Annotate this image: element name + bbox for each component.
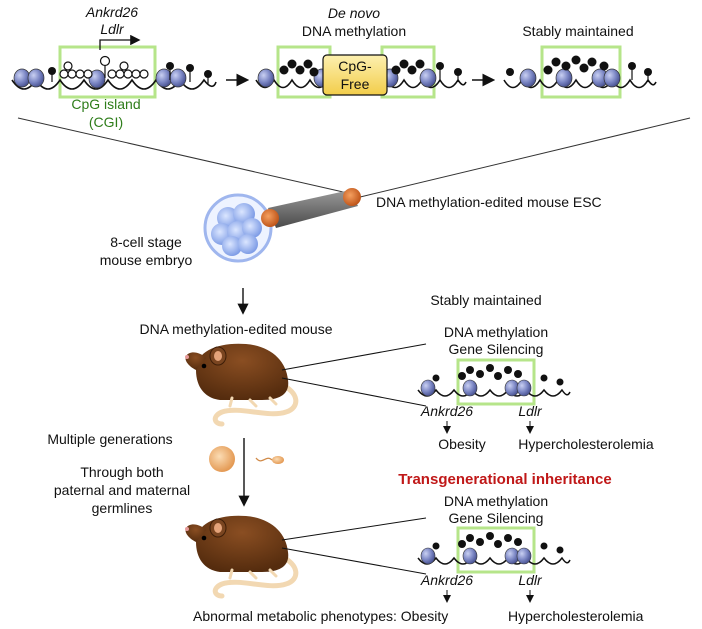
top-stably-maintained: Stably maintained [522,23,633,39]
top-gene2-label: Ldlr [100,21,125,37]
right2-silencing-line1: DNA methylation [444,493,548,509]
top-strand-unmethylated [11,34,217,99]
cgi-label-line1: CpG island [71,96,140,112]
cgi-box [540,45,622,99]
mouse2-link-top [281,517,427,541]
embryo [203,193,273,263]
right1-gene1: Ankrd26 [420,403,473,419]
bottom-pheno2: Hypercholesterolemia [508,608,644,624]
transgenerational-label: Transgenerational inheritance [398,471,611,488]
germ-cells [209,446,284,472]
top-strand-maintained [503,45,657,99]
right1-silencing-line2: Gene Silencing [449,341,544,357]
edited-mouse-label: DNA methylation-edited mouse [140,321,333,337]
sperm-cell [272,456,284,464]
right2-gene2: Ldlr [518,572,543,588]
funnel-line-right [355,117,691,199]
egg-cell [209,446,235,472]
mouse-tail [212,553,299,599]
right2-gene1: Ankrd26 [420,572,473,588]
mouse1-link-bottom [281,377,427,407]
funnel-line-left [17,117,353,195]
mouse-tail [212,381,299,427]
esc-cell [343,188,361,206]
right1-stably-maintained: Stably maintained [430,292,541,308]
germline-line3: germlines [92,500,153,516]
mouse1-link-top [281,343,427,371]
mouse-1 [185,343,299,427]
dna-strand [11,78,217,90]
mouse-eye [201,535,207,541]
cpg-free-line2: Free [341,76,370,92]
cgi-label-line2: (CGI) [89,114,123,130]
mouse-body [196,515,289,572]
right1-silencing-line1: DNA methylation [444,324,548,340]
nucleosomes [13,68,187,89]
top-gene1-label: Ankrd26 [85,4,138,20]
mouse2-link-bottom [281,547,427,575]
right1-strand [417,358,571,406]
embryo-label-line1: 8-cell stage [110,234,182,250]
mouse-2 [185,515,299,599]
mouse-eye [201,363,207,369]
right2-silencing-line2: Gene Silencing [449,510,544,526]
esc-label: DNA methylation-edited mouse ESC [376,194,602,210]
cpg-free-box [322,54,388,96]
right1-gene2: Ldlr [518,403,543,419]
denovo-label: De novo [328,5,380,21]
embryo-label-line2: mouse embryo [100,252,193,268]
injected-cell [261,209,279,227]
methylated-flanks [48,62,212,84]
micropipette [261,188,361,228]
top-strand-denovo [255,45,467,99]
germline-line1: Through both [80,464,163,480]
mouse-body [196,343,289,400]
unmethylated-cpgs [59,55,149,79]
denovo-line2: DNA methylation [302,23,406,39]
germline-line2: paternal and maternal [54,482,190,498]
right2-strand [417,526,571,574]
tss-arrow [99,34,141,50]
right1-pheno2: Hypercholesterolemia [518,436,654,452]
generations-label: Multiple generations [47,431,172,447]
bottom-phenotypes: Abnormal metabolic phenotypes: Obesity [193,608,448,624]
cpg-free-line1: CpG- [338,58,372,74]
right1-pheno1: Obesity [438,436,485,452]
